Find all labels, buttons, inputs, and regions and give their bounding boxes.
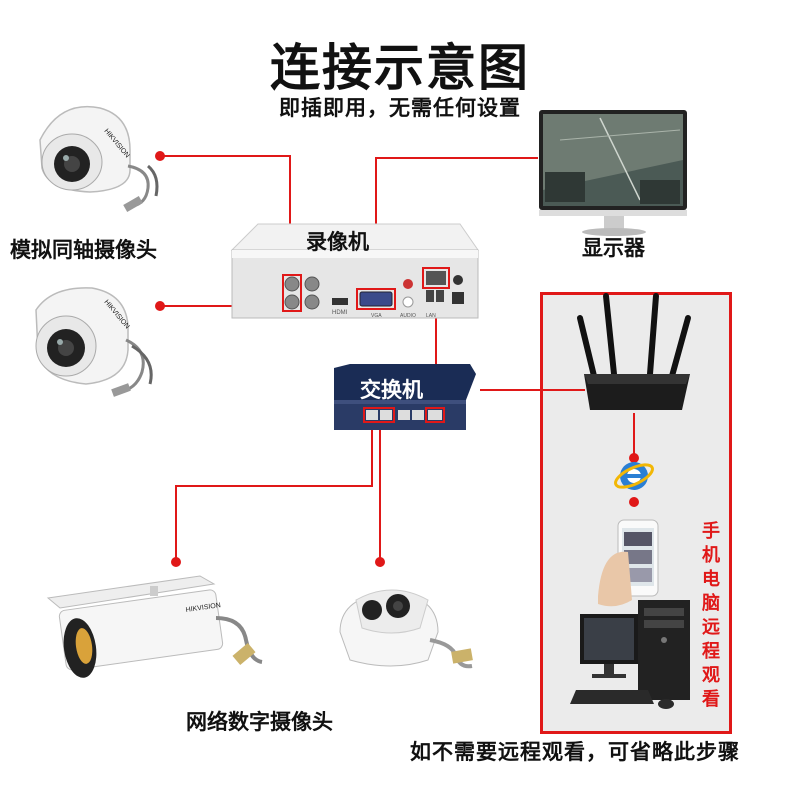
network-cameras-label: 网络数字摄像头 (186, 706, 333, 736)
wire-switch-bullet-camera (176, 418, 372, 562)
svg-text:HDMI: HDMI (332, 310, 348, 316)
smartphone-device (598, 520, 658, 606)
ie-browser-icon (612, 460, 655, 491)
monitor-device (539, 110, 687, 236)
monitor-label: 显示器 (582, 232, 645, 262)
wires (160, 156, 634, 562)
remote-view-label: 手机电脑远程观看 (696, 520, 726, 712)
dome-network-camera (340, 590, 473, 666)
switch-label: 交换机 (360, 374, 423, 404)
nvr-label: 录像机 (306, 226, 369, 256)
svg-text:AUDIO: AUDIO (400, 313, 416, 319)
bullet-network-camera: HIKVISION (48, 576, 262, 680)
footer-note: 如不需要远程观看，可省略此步骤 (410, 736, 740, 766)
analog-dome-camera-1: HIKVISION (40, 107, 157, 212)
analog-dome-camera-2: HIKVISION (36, 288, 151, 397)
desktop-pc-device (570, 600, 690, 709)
svg-text:LAN: LAN (426, 313, 436, 319)
router-device (580, 296, 690, 410)
svg-text:VGA: VGA (371, 313, 382, 319)
analog-cameras-label: 模拟同轴摄像头 (10, 234, 157, 264)
